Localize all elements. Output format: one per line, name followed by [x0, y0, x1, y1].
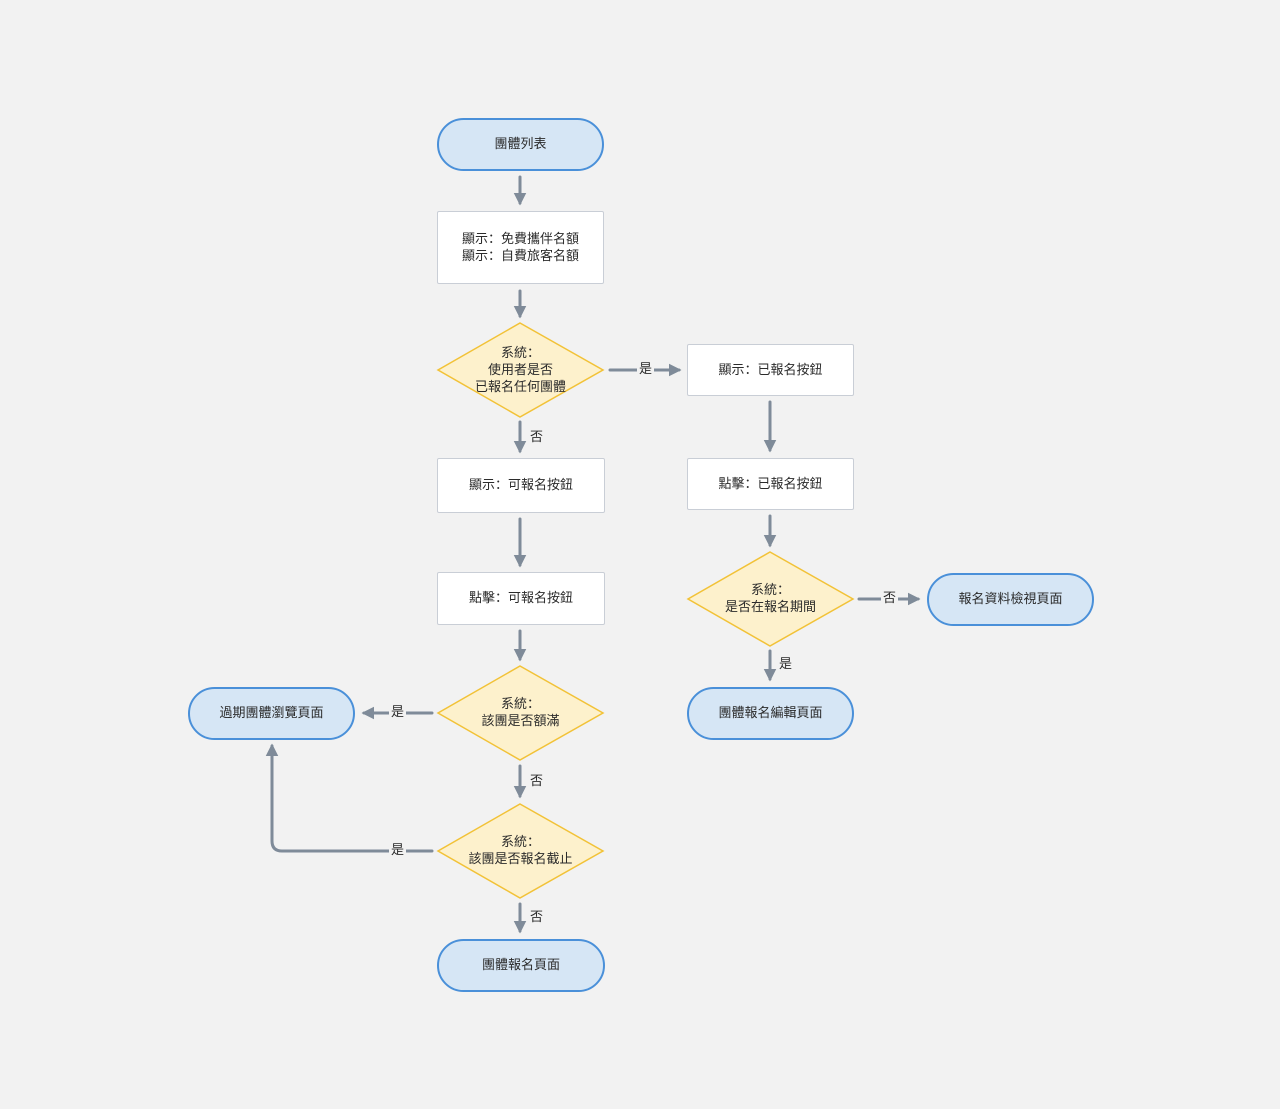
click-available-button-node: 點擊：可報名按鈕 [437, 572, 605, 625]
decision-registered-shape [436, 322, 605, 418]
start-node: 團體列表 [437, 118, 604, 171]
decision-period-shape [686, 551, 855, 647]
edge-label-full-yes: 是 [389, 705, 407, 720]
expired-page-node: 過期團體瀏覽頁面 [188, 687, 355, 740]
show-registered-button-node: 顯示：已報名按鈕 [687, 344, 854, 396]
view-page-label: 報名資料檢視頁面 [958, 592, 1063, 607]
decision-deadline-shape [436, 803, 605, 899]
click-available-button-label: 點擊：可報名按鈕 [468, 591, 573, 606]
decision-registered-label: 系統： 使用者是否 已報名任何團體 [474, 345, 566, 395]
click-registered-button-label: 點擊：已報名按鈕 [718, 476, 823, 492]
show-available-button-node: 顯示：可報名按鈕 [437, 458, 605, 513]
start-node-label: 團體列表 [494, 137, 547, 152]
show-available-button-label: 顯示：可報名按鈕 [468, 478, 573, 493]
expired-page-label: 過期團體瀏覽頁面 [219, 706, 324, 721]
view-page-node: 報名資料檢視頁面 [927, 573, 1094, 626]
edge-label-registered-yes: 是 [637, 362, 655, 377]
edge-label-period-yes: 是 [777, 657, 795, 672]
decision-deadline-label: 系統： 該團是否報名截止 [468, 835, 573, 867]
click-registered-button-node: 點擊：已報名按鈕 [687, 458, 854, 510]
decision-period-label: 系統： 是否在報名期間 [724, 583, 816, 615]
decision-full-label: 系統： 該團是否額滿 [481, 697, 560, 729]
edge-label-deadline-no: 否 [528, 910, 546, 925]
register-page-label: 團體報名頁面 [481, 958, 560, 973]
edit-page-label: 團體報名編輯頁面 [718, 706, 823, 721]
arrow-deadline-yes [265, 743, 434, 853]
edge-label-registered-no: 否 [528, 430, 546, 445]
show-quotas-label: 顯示：免費攜伴名額 顯示：自費旅客名額 [461, 231, 579, 264]
edge-label-period-no: 否 [881, 591, 899, 606]
edge-label-deadline-yes: 是 [389, 843, 407, 858]
register-page-node: 團體報名頁面 [437, 939, 605, 992]
show-registered-button-label: 顯示：已報名按鈕 [718, 362, 823, 378]
decision-full-shape [436, 665, 605, 761]
edge-label-full-no: 否 [528, 774, 546, 789]
edit-page-node: 團體報名編輯頁面 [687, 687, 854, 740]
show-quotas-node: 顯示：免費攜伴名額 顯示：自費旅客名額 [437, 211, 604, 284]
